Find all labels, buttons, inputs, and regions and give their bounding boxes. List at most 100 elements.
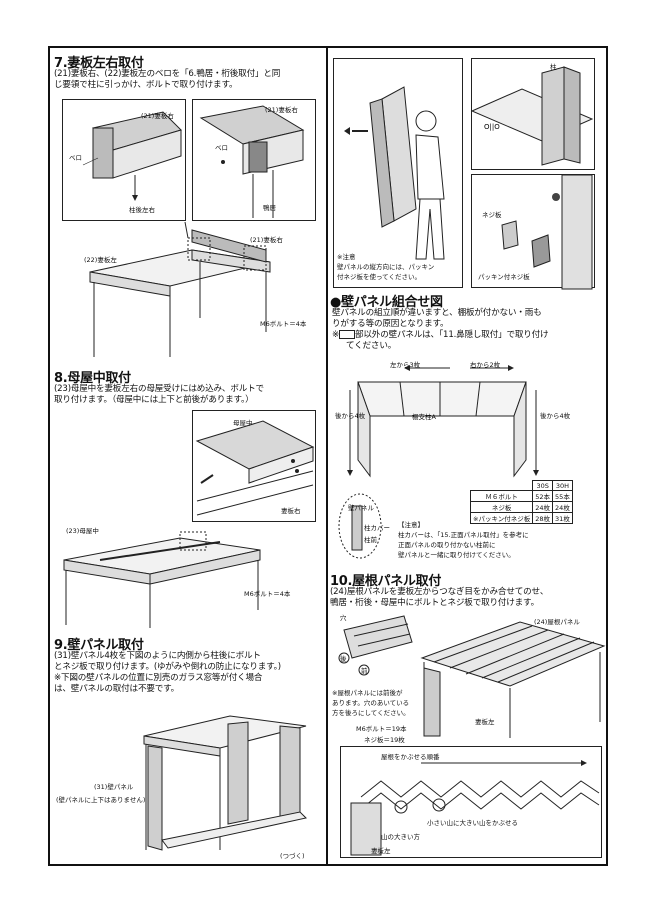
label-big: 山の大きい方 [381,833,420,841]
column-divider [326,46,328,866]
table-cell: 55本 [552,490,573,502]
table-cell: 31枚 [552,512,573,524]
roof-note-line1: ※屋根パネルには前後が [332,689,403,697]
screw-plate-drawing [501,174,593,290]
sec10-title: 10.屋根パネル取付 [330,574,442,589]
sec7-label-bero2: ベロ [215,144,228,152]
sec10-bolt-count: M6ボルト＝19本 [356,725,407,733]
note-title: ※注意 [337,253,356,261]
sec7-label-right2: (21)妻板右 [265,106,298,114]
table-cell: 52本 [532,490,554,502]
panel-body-line1: 壁パネルの組立順が違いますと、棚板が付かない・雨も [332,308,542,318]
table-header-cell [471,481,533,491]
table-cell: ネジ板 [469,501,534,513]
table-cell: 28枚 [532,512,554,524]
pillar-cover-drawing [338,493,382,559]
panel-note-line3: 壁パネルと一緒に取り付けてください。 [398,551,515,559]
shaded-mark [339,330,356,339]
sec9-title: 9.壁パネル取付 [54,638,144,653]
label-kabe: 壁パネル [348,504,374,512]
sec7-label-left: (22)妻板左 [84,256,117,264]
label-mae: 前 [361,667,368,675]
label-left3: 左から3枚 [390,361,421,369]
sec7-body-line1: (21)妻板右、(22)妻板左のベロを「6.鴨居・桁後取付」と同 [54,69,281,79]
pillar-cover-detail: 壁パネル 柱カバー 柱前 [338,492,390,562]
roof-note: ※屋根パネルには前後が あります。穴のあいている 方を後ろにしてください。 [332,688,410,718]
panel-note-line1: 柱カバーは、「15.正面パネル取付」を参考に [398,531,529,539]
pillar-detail-drawing: O||O [470,66,594,166]
table-cell: ※パッキン付ネジ板 [469,512,534,524]
sec7-bolt-count: M6ボルト＝4本 [260,320,307,328]
panel-title: ●壁パネル組合せ図 [330,295,443,310]
panel-body-line4: てください。 [346,341,397,351]
sec10-body-line2: 鴨居・桁後・母屋中にボルトとネジ板で取り付けます。 [330,598,539,608]
sec8-label-moya2: (23)母屋中 [66,527,99,535]
table-header-cell: 30S [532,480,554,491]
sec9-body-line2: とネジ板で取り付けます。(ゆがみや倒れの防止になります。) [54,662,281,672]
label-hashira: 柱 [550,63,557,71]
sec8-frame-drawing [63,531,261,628]
label-ato: 後 [340,655,347,663]
label-hashiramae: 柱前 [364,536,377,544]
sec8-body-line2: 取り付けます。（母屋中には上下と前後があります。） [54,395,254,405]
sec7-detail-right-drawing [199,105,305,218]
panel-worker-illustration [333,58,463,288]
right-top-note: ※注意 壁パネルの縦方向には、パッキン 付ネジ板を使ってください。 [337,252,434,282]
sec7-label-bero1: ベロ [69,154,82,162]
label-center-post: 棚支柱A [412,413,436,421]
panel-note-line2: 正面パネルの取り付かない柱前に [398,541,496,549]
sec8-title: 8.母屋中取付 [54,371,131,386]
sec8-detail-drawing [195,420,315,516]
sec7-frame-drawing [89,221,271,357]
table-header-cell: 30H [552,480,573,491]
roof-order-drawing [350,760,600,856]
svg-text:O||O: O||O [484,123,500,131]
label-tsuma-left2: 妻板左 [371,847,391,855]
sec8-detail: 母屋中 妻板右 [192,410,316,522]
table-row: ネジ板 24枚 24枚 [469,501,573,513]
sec10-body-line1: (24)屋根パネルを妻板左からつなぎ目をかみ合せてのせ、 [330,587,549,597]
sec7-detail-left-drawing [82,111,182,201]
sec8-bolt-count: M6ボルト＝4本 [244,590,291,598]
sec7-body-line2: じ要領で柱に引っかけ、ボルトで取り付けます。 [54,80,238,90]
sec9-body: (31)壁パネル4枚を下図のように内側から柱後にボルト とネジ板で取り付けます。… [54,651,324,695]
sec7-label-kamoi: 鴨居 [263,204,276,212]
roof-frame-drawing [420,621,606,738]
sec8-label-tsuma: 妻板右 [281,507,301,515]
table-cell: 24枚 [532,501,554,513]
label-small: 小さい山に大きい山をかぶせる [427,819,518,827]
note-line1: 壁パネルの縦方向には、パッキン [337,263,435,271]
sec7-label-right1: (21)妻板右 [141,112,174,120]
sec8-body: (23)母屋中を妻板左右の母屋受けにはめ込み、ボルトで 取り付けます。（母屋中に… [54,384,324,406]
sec8-body-line1: (23)母屋中を妻板左右の母屋受けにはめ込み、ボルトで [54,384,264,394]
table-header-row: 30S 30H [471,480,573,491]
table-cell: Ｍ６ボルト [469,490,534,502]
label-back-left: 後から4枚 [335,412,366,420]
sec10-neji-count: ネジ板＝19枚 [364,736,405,744]
sec7-title: 7.妻板左右取付 [54,56,144,71]
note-line2: 付ネジ板を使ってください。 [337,273,421,281]
sec10-body: (24)屋根パネルを妻板左からつなぎ目をかみ合せてのせ、 鴨居・桁後・母屋中にボ… [330,587,606,609]
roof-note-line2: あります。穴のあいている [332,699,410,707]
sec9-label-note: (壁パネルに上下はありません) [56,796,146,804]
sec9-body-line1: (31)壁パネル4枚を下図のように内側から柱後にボルト [54,651,261,661]
panel-body-line2: りがする等の原因となります。 [332,319,449,329]
parts-count-table: 30S 30H Ｍ６ボルト 52本 55本 ネジ板 24枚 24枚 ※パッキン付… [469,480,573,524]
table-cell: 24枚 [552,501,573,513]
label-ana: 穴 [340,614,347,622]
label-back-right: 後から4枚 [540,412,571,420]
screw-plate-detail: ネジ板 パッキン付ネジ板 [471,174,595,290]
label-roof-panel: (24)屋根パネル [534,618,580,626]
continue-label: (つづく) [280,852,305,860]
panel-body-note-mark: ※ [332,330,340,340]
label-tsuma-left: 妻板左 [475,718,495,726]
sec7-body: (21)妻板右、(22)妻板左のベロを「6.鴨居・桁後取付」と同 じ要領で柱に引… [54,69,324,91]
roof-hole-drawing [338,615,413,676]
roof-note-line3: 方を後ろにしてください。 [332,709,410,717]
table-row: ※パッキン付ネジ板 28枚 31枚 [469,512,573,524]
sec9-label-panel: (31)壁パネル [94,783,134,791]
sec7-label-pillar: 柱後左右 [129,206,155,214]
label-right2: 右から2枚 [470,361,501,369]
panel-body-line3: ※部以外の壁パネルは、「11.鼻隠し取付」で取り付け [332,330,607,341]
sec9-body-line4: は、壁パネルの取付は不要です。 [54,684,180,694]
